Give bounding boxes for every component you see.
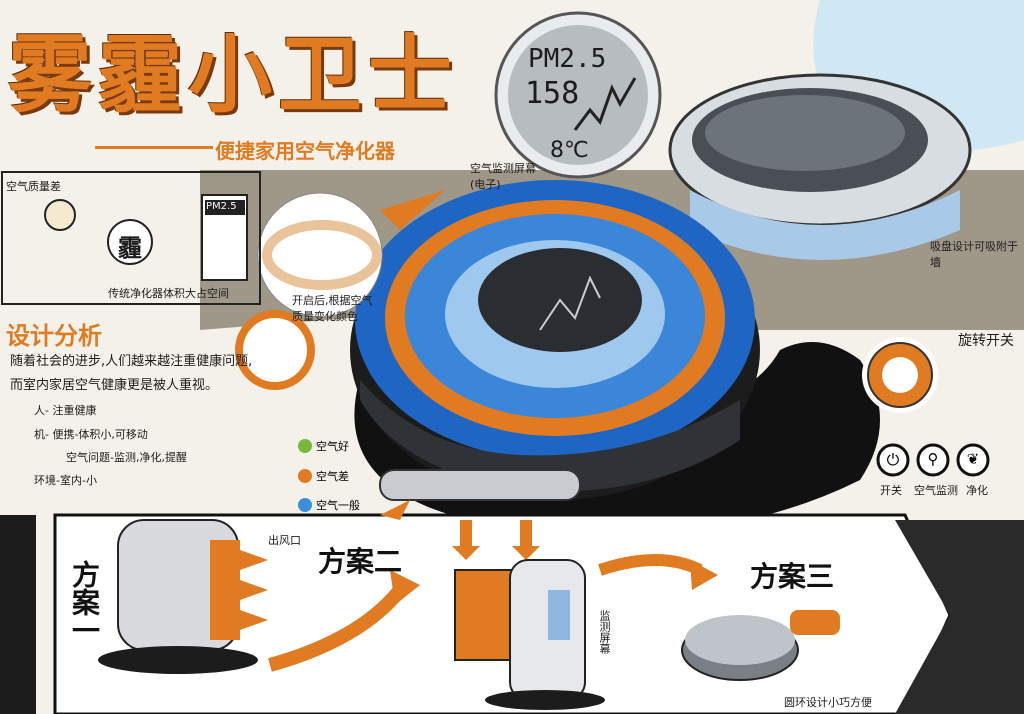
legend-dot-icon <box>298 498 312 512</box>
magnifier-icon: ⚲ <box>927 450 939 468</box>
rotary-switch-label: 旋转开关 <box>958 333 1014 349</box>
temperature-reading: 8℃ <box>550 138 589 163</box>
monitor-screen-label: 监测屏幕 <box>598 610 611 654</box>
suction-design-callout: 吸盘设计可吸附于墙 <box>930 240 1018 269</box>
ring-color-note: 开启后,根据空气质量变化颜色 <box>292 294 373 323</box>
legend-item: 空气差 <box>298 468 349 484</box>
legend-dot-icon <box>298 469 312 483</box>
button-label: 空气监测 <box>914 484 958 497</box>
analysis-tree-item: 机- 便携-体积小,可移动 <box>34 428 148 441</box>
scheme-one-label: 方案一 <box>68 560 101 644</box>
scheme-two-label: 方案二 <box>318 545 403 578</box>
button-label: 开关 <box>880 484 902 497</box>
button-label: 净化 <box>966 484 988 497</box>
legend-dot-icon <box>298 439 312 453</box>
haze-label: 霾 <box>118 234 142 262</box>
analysis-tree-item: 空气问题-监测,净化,提醒 <box>66 451 187 464</box>
analysis-heading: 设计分析 <box>6 322 102 350</box>
analysis-tree-item: 环境-室内-小 <box>34 474 97 487</box>
legend-label: 空气一般 <box>316 499 360 512</box>
round-design-note: 圆环设计小巧方便 <box>784 696 872 709</box>
power-icon: ⏻ <box>886 450 900 469</box>
legend-label: 空气好 <box>316 440 349 453</box>
pm-box-label: PM2.5 <box>206 201 237 212</box>
monitor-screen-callout: 空气监测屏幕(电子) <box>470 162 536 191</box>
pm-label: PM2.5 <box>528 44 607 74</box>
leaf-icon: ❦ <box>966 450 980 468</box>
air-quality-poor-label: 空气质量差 <box>6 180 61 193</box>
poster-subtitle: 便捷家用空气净化器 <box>215 139 395 163</box>
scheme-three-label: 方案三 <box>750 560 835 593</box>
legend-item: 空气一般 <box>298 497 360 513</box>
legend-item: 空气好 <box>298 438 349 454</box>
subtitle-rule <box>95 146 213 149</box>
traditional-purifier-note: 传统净化器体积大占空间 <box>108 287 229 300</box>
air-outlet-label: 出风口 <box>268 534 301 547</box>
analysis-tree-item: 人- 注重健康 <box>34 404 97 417</box>
poster-title: 雾霾小卫士 <box>8 25 459 124</box>
analysis-paragraph: 随着社会的进步,人们越来越注重健康问题,而室内家居空气健康更是被人重视。 <box>10 354 253 393</box>
pm-value: 158 <box>525 76 580 111</box>
legend-label: 空气差 <box>316 470 349 483</box>
